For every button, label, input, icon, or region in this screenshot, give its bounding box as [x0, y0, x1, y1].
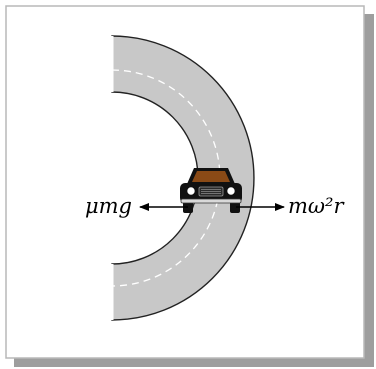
centrifugal-force-label: mω²r — [288, 194, 345, 218]
friction-force-label: μmg — [85, 194, 132, 218]
